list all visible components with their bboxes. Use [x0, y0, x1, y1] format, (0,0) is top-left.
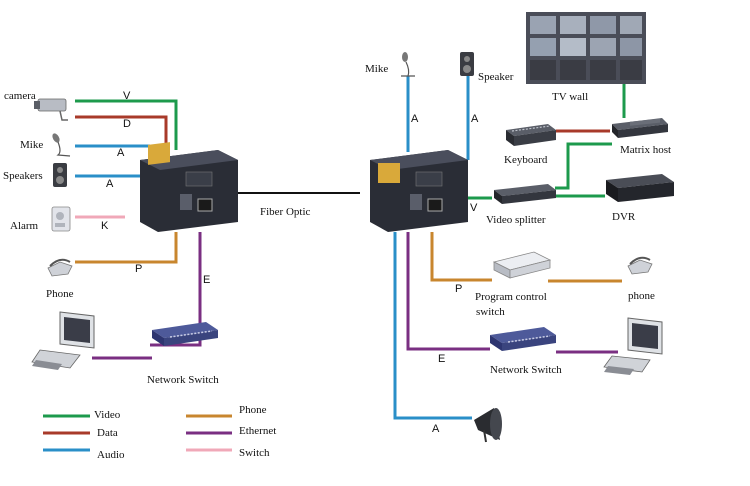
mike-label-right: Mike	[365, 63, 388, 75]
horn-speaker-icon	[474, 408, 502, 443]
tv-wall-icon	[526, 12, 646, 84]
speaker-icon-left	[53, 163, 67, 187]
media-converter-right	[370, 150, 468, 232]
microphone-icon-right	[401, 52, 415, 77]
mike-label-left: Mike	[20, 139, 43, 151]
video-splitter-icon	[494, 184, 556, 204]
wire-phone-program	[430, 232, 492, 282]
left-wires	[75, 99, 202, 360]
network-switch-label-left: Network Switch	[147, 374, 219, 386]
telephone-icon-right	[627, 256, 653, 275]
network-switch-label-right: Network Switch	[490, 364, 562, 376]
wire-phone-left	[75, 232, 178, 264]
video-splitter-label: Video splitter	[486, 214, 546, 226]
legend: Video Data Audio Phone Ethernet Switch	[43, 404, 276, 461]
tv-wall-label: TV wall	[552, 91, 588, 103]
microphone-icon-left	[52, 133, 71, 157]
alarm-label: Alarm	[10, 220, 39, 232]
wire-labels: V D A A K P E A A V P E A	[101, 90, 479, 435]
wire-data-camera	[75, 115, 168, 150]
wire-label-v-right: V	[470, 202, 478, 214]
legend-label-phone: Phone	[239, 404, 267, 416]
wire-label-a-mike-right: A	[411, 113, 419, 125]
wire-label-a-mike: A	[117, 147, 125, 159]
camera-label: camera	[4, 90, 36, 102]
phone-label-right: phone	[628, 290, 655, 302]
network-switch-icon-left	[152, 322, 218, 346]
wire-label-v-camera: V	[123, 90, 131, 102]
keyboard-icon	[506, 124, 556, 146]
wire-label-p-phone: P	[135, 263, 142, 275]
dvr-icon	[606, 118, 674, 202]
legend-label-data: Data	[97, 427, 118, 439]
fiber-optic-label: Fiber Optic	[260, 206, 311, 218]
media-converter-left	[140, 142, 238, 232]
alarm-icon	[51, 206, 71, 232]
legend-label-ethernet: Ethernet	[239, 425, 276, 437]
wire-video-camera	[75, 99, 178, 150]
wire-label-a-speakers: A	[106, 178, 114, 190]
speaker-label-right: Speaker	[478, 71, 514, 83]
legend-label-audio: Audio	[97, 449, 125, 461]
keyboard-label: Keyboard	[504, 154, 548, 166]
program-control-switch-icon	[492, 251, 552, 279]
wire-label-a-horn: A	[432, 423, 440, 435]
wire-label-d-camera: D	[123, 118, 131, 130]
phone-label-left: Phone	[46, 288, 74, 300]
wire-label-p-right: P	[455, 283, 462, 295]
computer-icon-left	[31, 311, 95, 370]
program-control-label-2: switch	[476, 306, 505, 318]
wire-label-a-speaker-right: A	[471, 113, 479, 125]
wire-ethernet-right	[406, 232, 490, 351]
wire-label-e-left: E	[203, 274, 210, 286]
program-control-label-1: Program control	[475, 291, 547, 303]
legend-label-video: Video	[94, 409, 121, 421]
legend-label-switch: Switch	[239, 447, 270, 459]
computer-icon-right	[603, 317, 663, 375]
camera-icon	[34, 98, 68, 121]
dvr-label: DVR	[612, 211, 636, 223]
speakers-label-left: Speakers	[3, 170, 43, 182]
wire-video-matrix	[555, 142, 612, 190]
wire-audio-horn	[393, 232, 472, 420]
speaker-icon-right	[460, 52, 474, 76]
matrix-host-label: Matrix host	[620, 144, 671, 156]
network-switch-icon-right	[490, 327, 556, 351]
telephone-icon-left	[47, 258, 73, 277]
wire-label-e-right: E	[438, 353, 445, 365]
wire-label-k-alarm: K	[101, 220, 109, 232]
